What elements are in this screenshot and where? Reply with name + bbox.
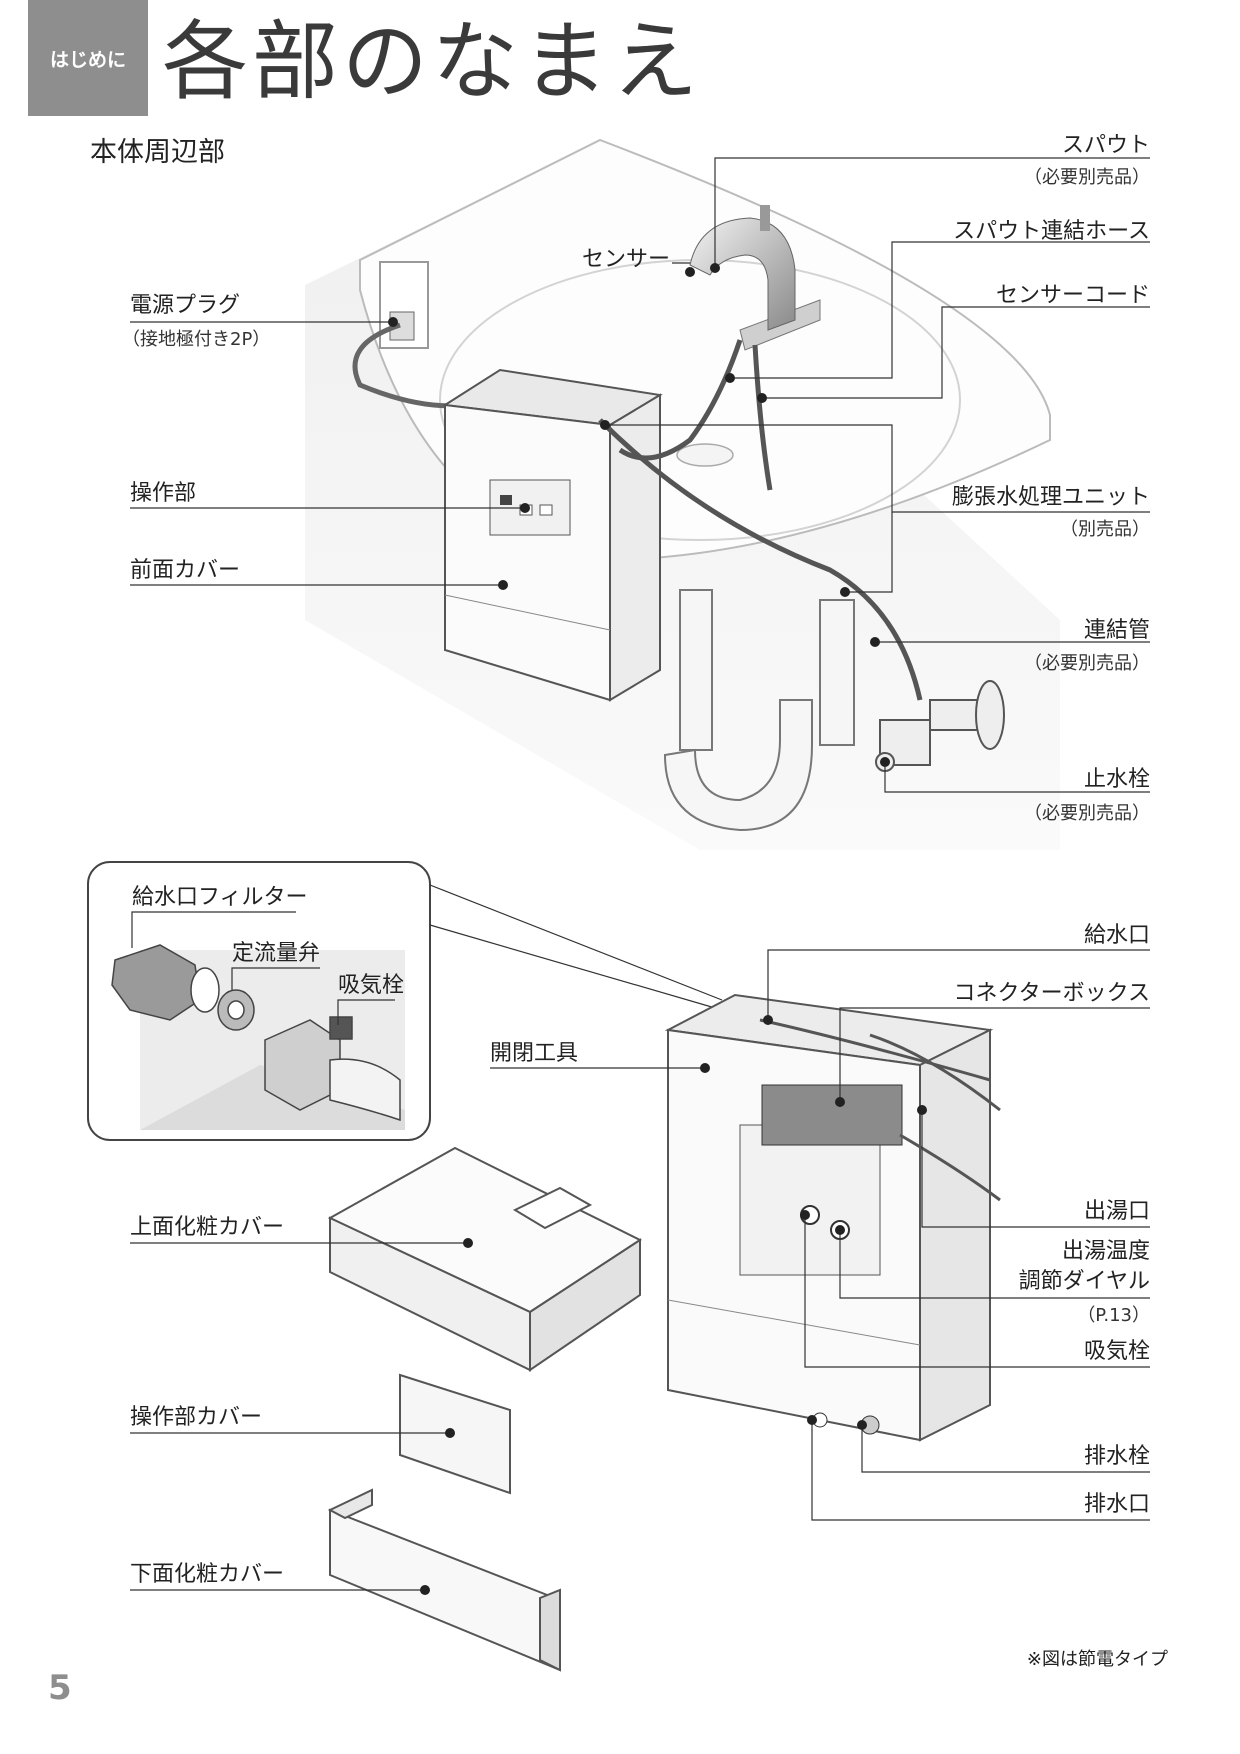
label-stop-valve-note: （必要別売品） xyxy=(1024,803,1150,824)
cover-leader-lines xyxy=(130,1242,468,1591)
section-title: 本体周辺部 xyxy=(90,137,225,168)
label-connecting-pipe-note: （必要別売品） xyxy=(1024,653,1150,674)
label-expansion-unit-note: （別売品） xyxy=(1060,519,1150,540)
label-stop-valve: 止水栓 xyxy=(1083,767,1150,792)
top-cover-part xyxy=(327,1146,643,1372)
label-hot-outlet: 出湯口 xyxy=(1083,1199,1150,1224)
label-panel-cover: 操作部カバー xyxy=(130,1405,263,1430)
label-sensor-cord: センサーコード xyxy=(995,283,1150,308)
inset-leader-lines xyxy=(131,911,395,1025)
power-cord xyxy=(352,322,466,409)
label-sensor: センサー xyxy=(582,247,671,272)
spout-faucet xyxy=(689,205,821,351)
upper-leader-lines xyxy=(130,157,1150,793)
inset-detail xyxy=(87,861,723,1141)
label-drain-outlet: 排水口 xyxy=(1083,1492,1150,1517)
drain-trap xyxy=(663,589,855,832)
label-open-tool: 開閉工具 xyxy=(490,1041,579,1066)
lower-leader-lines xyxy=(490,949,1150,1521)
upper-callout-dots xyxy=(388,263,890,767)
label-air-plug: 吸気栓 xyxy=(1083,1339,1150,1364)
page-number: 5 xyxy=(48,1668,72,1708)
page-title: 各部のなまえ xyxy=(162,12,702,112)
lower-callout-dots xyxy=(700,1015,927,1430)
label-top-cover: 上面化粧カバー xyxy=(130,1215,285,1240)
heater-unit-lower xyxy=(664,993,994,1442)
panel-cover-part xyxy=(399,1373,511,1495)
label-flow-valve: 定流量弁 xyxy=(232,941,321,966)
label-bottom-cover: 下面化粧カバー xyxy=(130,1562,285,1587)
label-air-plug-inset: 吸気栓 xyxy=(338,973,405,998)
lower-pipes xyxy=(759,1018,1001,1202)
label-front-cover: 前面カバー xyxy=(130,558,241,583)
label-connecting-pipe: 連結管 xyxy=(1083,618,1150,643)
label-temp-dial-line2: 調節ダイヤル xyxy=(1018,1269,1150,1294)
heater-unit-upper xyxy=(442,368,663,702)
label-temp-dial-line1: 出湯温度 xyxy=(1061,1239,1150,1264)
cover-callout-dots xyxy=(420,1238,473,1595)
footnote: ※図は節電タイプ xyxy=(1026,1649,1168,1670)
label-expansion-unit: 膨張水処理ユニット xyxy=(951,485,1150,510)
label-control-panel: 操作部 xyxy=(130,481,197,506)
label-water-inlet: 給水口 xyxy=(1083,923,1150,948)
section-tab: はじめに xyxy=(28,0,148,116)
label-drain-plug: 排水栓 xyxy=(1083,1444,1150,1469)
power-outlet xyxy=(379,261,429,349)
label-temp-dial-note: （P.13） xyxy=(1077,1305,1150,1326)
label-power-plug: 電源プラグ xyxy=(130,293,241,318)
bottom-cover-part xyxy=(327,1488,561,1672)
label-connector-box: コネクターボックス xyxy=(953,981,1150,1006)
label-spout: スパウト xyxy=(1061,133,1150,158)
label-inlet-filter: 給水口フィルター xyxy=(132,885,308,910)
label-power-plug-note: （接地極付き2P） xyxy=(122,329,271,350)
label-spout-hose: スパウト連結ホース xyxy=(953,219,1150,244)
label-spout-note: （必要別売品） xyxy=(1024,167,1150,188)
